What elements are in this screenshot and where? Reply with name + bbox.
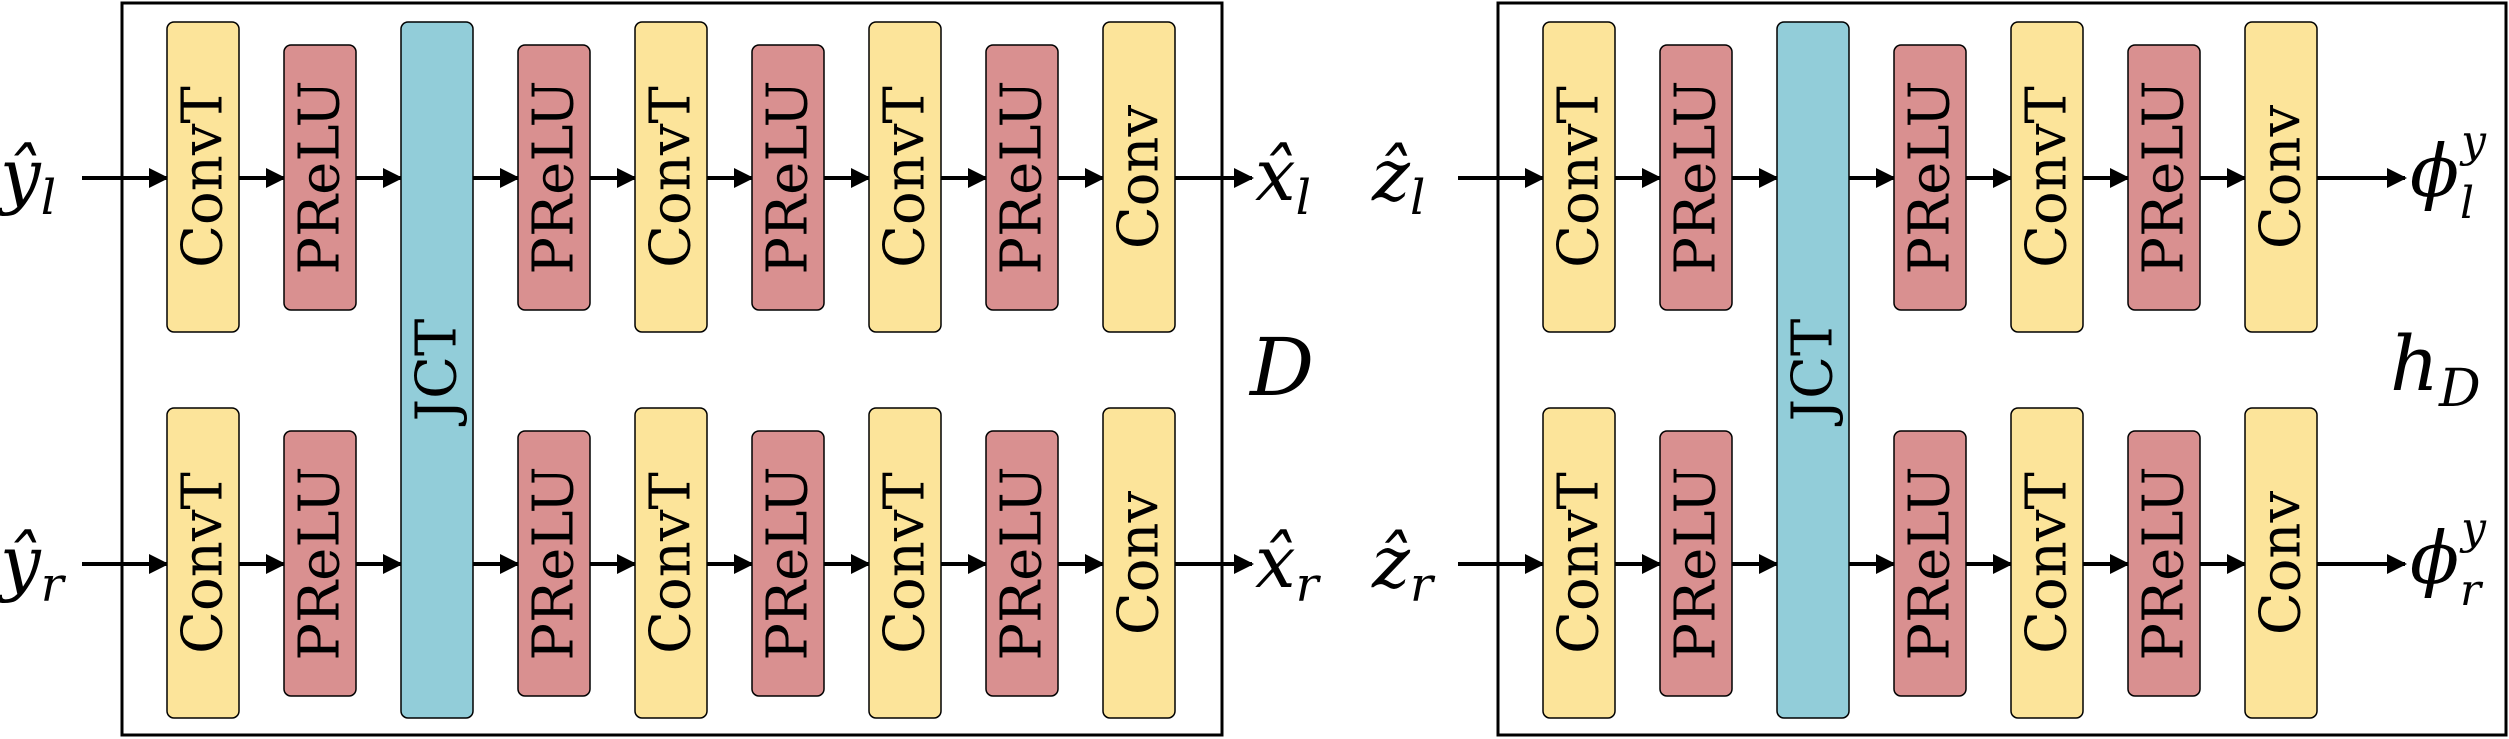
hyper_decoder-bottom-block-1: ConvT	[1542, 407, 1616, 719]
hyper_decoder-bottom-block-3: PReLU	[1893, 430, 1967, 697]
hyper_decoder-top-block-5: PReLU	[2127, 44, 2201, 311]
decoder-jct-block-label: JCT	[405, 319, 470, 427]
decoder-top-block-1: ConvT	[166, 21, 240, 333]
decoder-top-block-5: PReLU	[751, 44, 825, 311]
decoder-output-bottom: x̂r	[1255, 520, 1322, 613]
hyper_decoder-top-block-3: PReLU	[1893, 44, 1967, 311]
decoder-top-block-8-label: Conv	[1107, 105, 1172, 250]
decoder-top-block-2: PReLU	[283, 44, 357, 311]
hyper_decoder-bottom-block-4: ConvT	[2010, 407, 2084, 719]
decoder-jct-block: JCT	[400, 21, 474, 719]
decoder-top-block-6-label: ConvT	[873, 86, 938, 268]
hyper_decoder-top-block-5-label: PReLU	[2132, 80, 2197, 274]
decoder-bottom-block-2-label: PReLU	[288, 466, 353, 660]
decoder-bottom-block-7-label: PReLU	[990, 466, 1055, 660]
hyper-input-bottom: ẑr	[1371, 520, 1436, 613]
decoder-top-block-4: ConvT	[634, 21, 708, 333]
hyper_decoder-bottom-block-1-label: ConvT	[1547, 472, 1612, 654]
decoder-top-block-7-label: PReLU	[990, 80, 1055, 274]
decoder-label: D	[1248, 321, 1314, 414]
decoder-bottom-block-3-label: PReLU	[522, 466, 587, 660]
decoder-top-block-3: PReLU	[517, 44, 591, 311]
hyper-decoder-label: hD	[2390, 319, 2481, 419]
hyper_decoder-bottom-block-5: PReLU	[2127, 430, 2201, 697]
hyper_decoder-bottom-block-5-label: PReLU	[2132, 466, 2197, 660]
hyper_decoder-top-block-4-label: ConvT	[2015, 86, 2080, 268]
hyper_decoder-bottom-block-6: Conv	[2244, 407, 2318, 719]
decoder-top-block-1-label: ConvT	[171, 86, 236, 268]
decoder-bottom-block-8: Conv	[1102, 407, 1176, 719]
decoder-bottom-block-8-label: Conv	[1107, 491, 1172, 636]
hyper_decoder-top-block-6-label: Conv	[2249, 105, 2314, 250]
decoder-top-block-6: ConvT	[868, 21, 942, 333]
hyper_decoder-bottom-block-2: PReLU	[1659, 430, 1733, 697]
hyper_decoder-top-block-1-label: ConvT	[1547, 86, 1612, 268]
decoder-output-top: x̂l	[1255, 133, 1311, 226]
hyper_decoder-bottom-block-4-label: ConvT	[2015, 472, 2080, 654]
decoder-bottom-block-2: PReLU	[283, 430, 357, 697]
decoder-bottom-block-7: PReLU	[985, 430, 1059, 697]
hyper_decoder-top-block-6: Conv	[2244, 21, 2318, 333]
hyper_decoder-top-block-4: ConvT	[2010, 21, 2084, 333]
decoder-panel	[120, 1, 1224, 737]
decoder-bottom-block-1: ConvT	[166, 407, 240, 719]
decoder-input-top: ŷl	[0, 133, 56, 226]
decoder-bottom-block-6: ConvT	[868, 407, 942, 719]
hyper_decoder-top-block-1: ConvT	[1542, 21, 1616, 333]
decoder-bottom-block-1-label: ConvT	[171, 472, 236, 654]
decoder-top-block-7: PReLU	[985, 44, 1059, 311]
decoder-top-block-3-label: PReLU	[522, 80, 587, 274]
hyper_decoder-bottom-block-2-label: PReLU	[1664, 466, 1729, 660]
decoder-bottom-block-5: PReLU	[751, 430, 825, 697]
edges	[82, 168, 2407, 574]
hyper-decoder-panel	[1496, 1, 2508, 737]
decoder-bottom-block-4-label: ConvT	[639, 472, 704, 654]
decoder-bottom-block-6-label: ConvT	[873, 472, 938, 654]
hyper_decoder-bottom-block-6-label: Conv	[2249, 491, 2314, 636]
decoder-top-block-2-label: PReLU	[288, 80, 353, 274]
hyper_decoder-top-block-3-label: PReLU	[1898, 80, 1963, 274]
hyper_decoder-jct-block-label: JCT	[1781, 319, 1846, 427]
hyper_decoder-bottom-block-3-label: PReLU	[1898, 466, 1963, 660]
decoder-input-bottom: ŷr	[0, 520, 67, 613]
hyper_decoder-top-block-2: PReLU	[1659, 44, 1733, 311]
decoder-bottom-block-3: PReLU	[517, 430, 591, 697]
decoder-top-block-5-label: PReLU	[756, 80, 821, 274]
decoder-top-block-4-label: ConvT	[639, 86, 704, 268]
hyper-input-top: ẑl	[1371, 133, 1425, 226]
decoder-bottom-block-4: ConvT	[634, 407, 708, 719]
decoder-top-block-8: Conv	[1102, 21, 1176, 333]
hyper_decoder-top-block-2-label: PReLU	[1664, 80, 1729, 274]
decoder-bottom-block-5-label: PReLU	[756, 466, 821, 660]
blocks: JCT ConvT PReLU PReLU ConvT PReLU ConvT PReLU Co…	[166, 21, 2318, 719]
hyper_decoder-jct-block: JCT	[1776, 21, 1850, 719]
